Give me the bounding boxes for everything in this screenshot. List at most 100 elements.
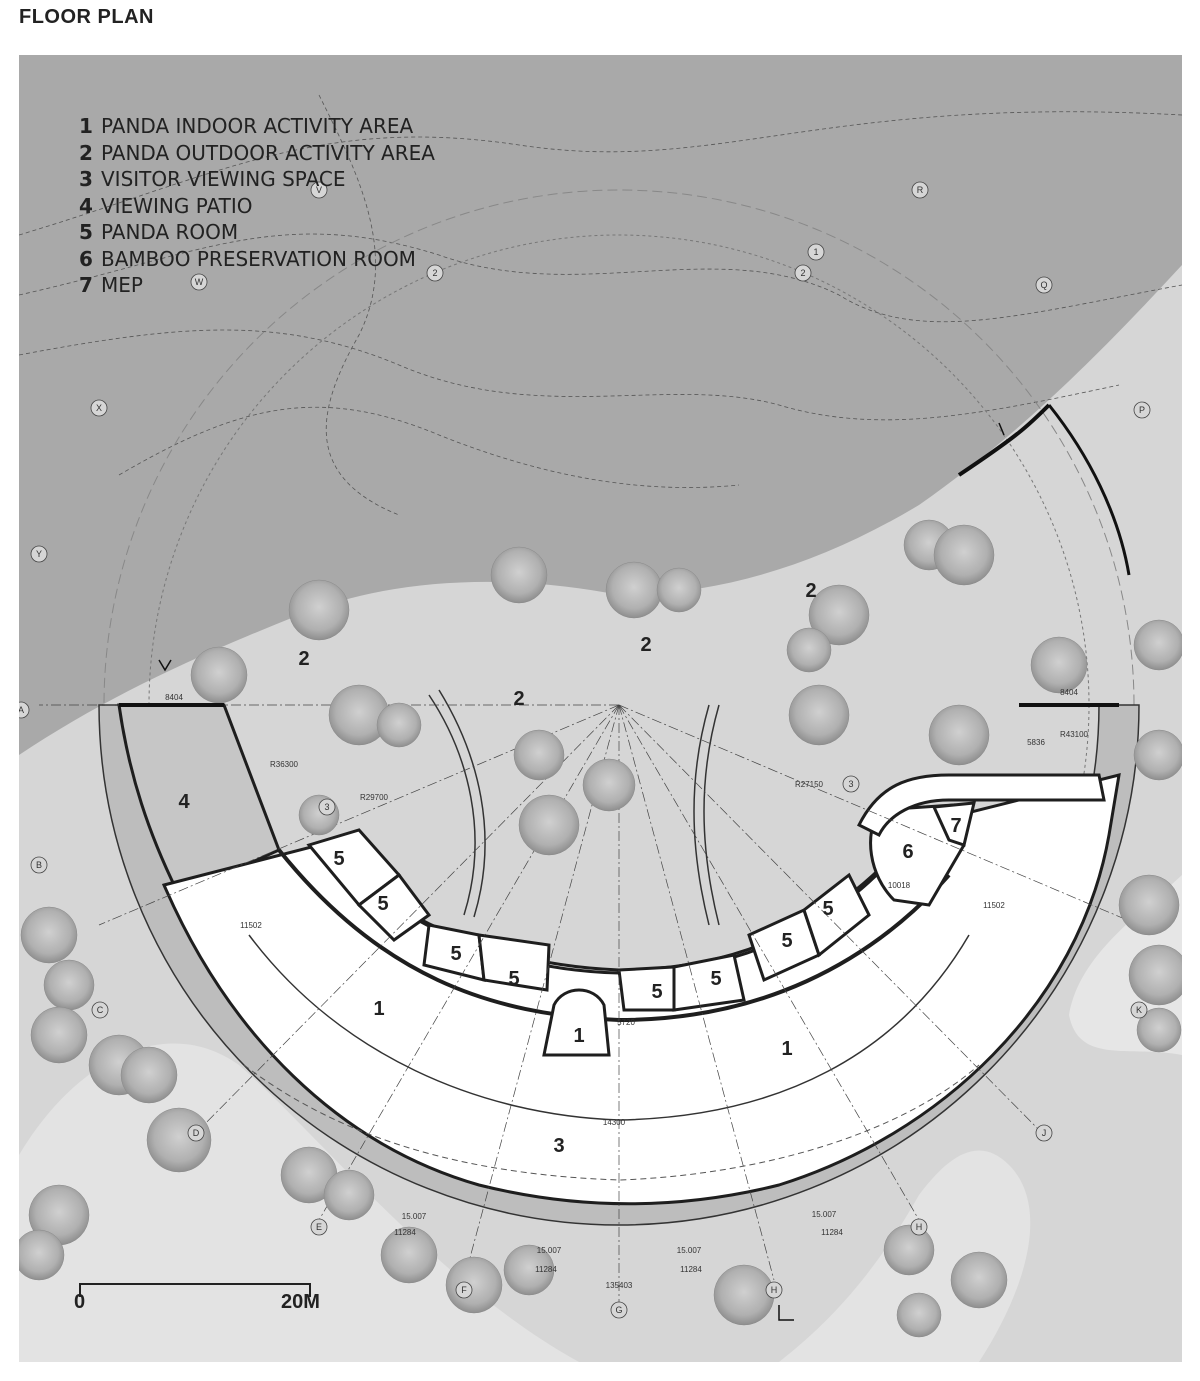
upper-terrain-area (19, 55, 1182, 755)
dim-11284-b: 11284 (680, 1265, 702, 1274)
contour-lines (19, 94, 1182, 516)
floor-plan-drawing: 1 1 1 2 2 2 2 3 4 5 5 5 5 5 5 5 5 6 7 V … (19, 55, 1182, 1362)
legend-number: 6 (79, 246, 93, 271)
svg-text:D: D (193, 1128, 200, 1138)
svg-text:Q: Q (1040, 280, 1047, 290)
right-corridor (856, 773, 1106, 838)
svg-text:E: E (316, 1222, 322, 1232)
grid-marker-j: J (1035, 1124, 1053, 1142)
dim-11284-d: 11284 (821, 1228, 843, 1237)
legend-item: 4 VIEWING PATIO (79, 193, 435, 220)
legend-label: VIEWING PATIO (101, 193, 253, 218)
dim-11502: 11502 (983, 901, 1005, 910)
legend-label: PANDA OUTDOOR ACTIVITY AREA (101, 140, 435, 165)
room-label-indoor-2: 1 (573, 1025, 584, 1047)
svg-text:H: H (916, 1222, 923, 1232)
grid-marker-r: R (911, 181, 929, 199)
dim-135403: 135403 (606, 1281, 633, 1290)
svg-text:A: A (19, 705, 24, 715)
fence-segment-2 (1047, 404, 1131, 576)
dim-5720: 5720 (617, 1018, 635, 1027)
svg-text:2: 2 (432, 268, 437, 278)
inner-arcs (428, 689, 720, 926)
grid-marker-h2: H (910, 1218, 928, 1236)
trees (19, 519, 1182, 1338)
room-label-panda-2: 5 (377, 893, 388, 915)
svg-text:X: X (96, 403, 102, 413)
dim-r29700: R29700 (360, 793, 389, 802)
room-label-mep: 7 (950, 815, 961, 837)
panda-rooms (306, 828, 871, 1012)
svg-text:Y: Y (36, 549, 42, 559)
dim-11284-a: 11284 (535, 1265, 557, 1274)
svg-text:R: R (917, 185, 924, 195)
dim-8404-left: 8404 (165, 693, 183, 702)
room-label-panda-4: 5 (508, 968, 519, 990)
dim-15007-d: 15.007 (812, 1210, 837, 1219)
svg-text:P: P (1139, 405, 1145, 415)
dim-14300: 14300 (603, 1118, 626, 1127)
room-label-visitor: 3 (553, 1135, 564, 1157)
scale-start-label: 0 (74, 1291, 86, 1313)
room-label-outdoor-4: 2 (805, 580, 816, 602)
dim-10018: 10018 (888, 881, 911, 890)
legend-number: 3 (79, 167, 93, 191)
legend-item: 3 VISITOR VIEWING SPACE (79, 166, 435, 193)
room-label-panda-6: 5 (710, 968, 721, 990)
room-label-indoor-1: 1 (373, 998, 384, 1020)
legend-label: PANDA INDOOR ACTIVITY AREA (101, 114, 414, 138)
grid-marker-e: E (310, 1218, 328, 1236)
legend-number: 5 (79, 220, 93, 244)
visitor-path-line (243, 1064, 980, 1181)
legend-number: 7 (79, 273, 93, 297)
page-title: FLOOR PLAN (19, 6, 154, 28)
floor-plan-svg: 1 1 1 2 2 2 2 3 4 5 5 5 5 5 5 5 5 6 7 V … (19, 55, 1182, 1362)
legend-number: 4 (79, 193, 93, 218)
room-label-bamboo: 6 (902, 841, 913, 863)
grid-marker-3b: 3 (842, 775, 860, 793)
svg-text:K: K (1136, 1005, 1142, 1015)
legend-number: 2 (79, 140, 93, 165)
dim-r27150: R27150 (795, 780, 824, 789)
room-label-indoor-3: 1 (781, 1038, 792, 1060)
grid-marker-2b: 2 (426, 264, 444, 282)
legend-label: VISITOR VIEWING SPACE (101, 167, 346, 191)
legend-label: BAMBOO PRESERVATION ROOM (101, 246, 416, 271)
svg-text:H: H (771, 1285, 778, 1295)
central-entry (542, 988, 611, 1057)
fence-segment (957, 403, 1051, 477)
room-label-panda-1: 5 (333, 848, 344, 870)
grid-marker-c: C (91, 1001, 109, 1019)
grid-marker-p: P (1133, 401, 1151, 419)
room-label-outdoor-2: 2 (513, 688, 524, 710)
grid-marker-y: Y (30, 545, 48, 563)
grid-marker-h: H (765, 1281, 783, 1299)
svg-text:3: 3 (324, 802, 329, 812)
svg-text:C: C (97, 1005, 104, 1015)
svg-text:2: 2 (800, 268, 805, 278)
grid-marker-d: D (187, 1124, 205, 1142)
room-label-patio: 4 (178, 791, 190, 813)
grid-marker-k: K (1130, 1001, 1148, 1019)
dim-15007-c: 15.007 (402, 1212, 427, 1221)
dim-5836: 5836 (1027, 738, 1045, 747)
dim-15007-b: 15.007 (677, 1246, 702, 1255)
svg-text:F: F (461, 1285, 467, 1295)
legend-item: 6 BAMBOO PRESERVATION ROOM (79, 246, 435, 273)
room-label-panda-3: 5 (450, 943, 461, 965)
grid-marker-g: G (610, 1301, 628, 1319)
dim-15007-a: 15.007 (537, 1246, 562, 1255)
grid-marker-3a: 3 (318, 798, 336, 816)
scale-end-label: 20M (281, 1291, 320, 1313)
grid-marker-a: A (19, 701, 30, 719)
grid-marker-x: X (90, 399, 108, 417)
grid-marker-w: W (190, 273, 208, 291)
grid-marker-v: V (310, 181, 328, 199)
svg-text:3: 3 (848, 779, 853, 789)
svg-text:W: W (195, 277, 204, 287)
room-label-panda-5: 5 (651, 981, 662, 1003)
dim-8404-right: 8404 (1060, 688, 1078, 697)
room-label-panda-7: 5 (781, 930, 792, 952)
section-marks (158, 422, 1005, 1321)
